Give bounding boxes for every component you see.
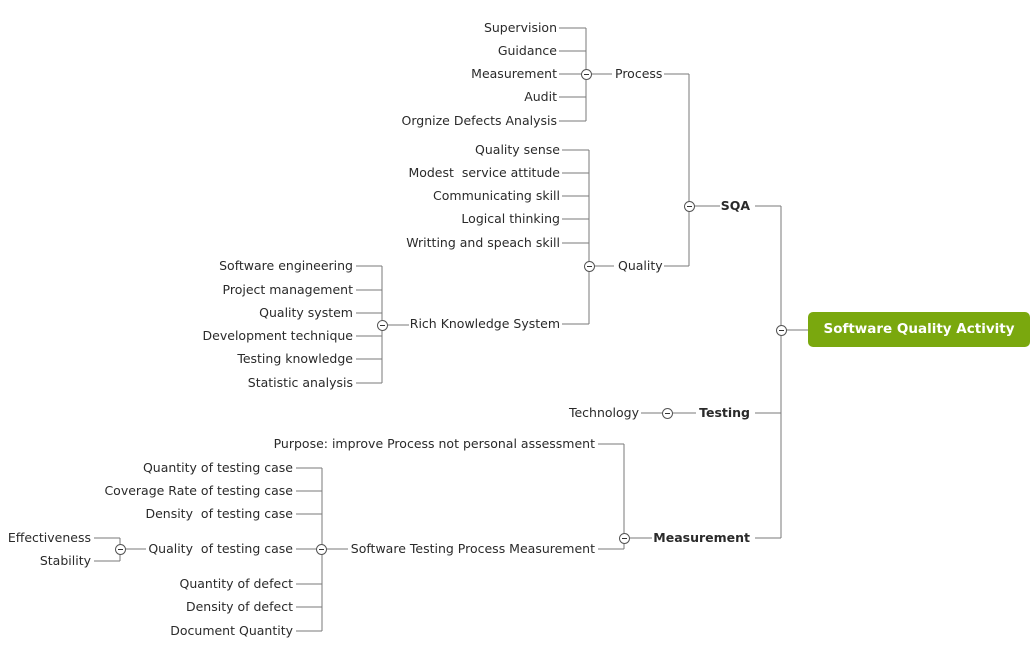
collapse-icon[interactable] [581,69,592,80]
collapse-icon[interactable] [619,533,630,544]
node-logical-thinking[interactable]: Logical thinking [461,211,560,226]
node-rich-knowledge[interactable]: Rich Knowledge System [409,316,560,331]
branch-testing[interactable]: Testing [699,405,750,420]
collapse-icon[interactable] [115,544,126,555]
collapse-icon[interactable] [684,201,695,212]
node-guidance[interactable]: Guidance [497,43,557,58]
node-document-quantity[interactable]: Document Quantity [170,623,293,638]
node-purpose[interactable]: Purpose: improve Process not personal as… [273,436,595,451]
node-density-defect[interactable]: Density of defect [185,599,293,614]
node-writing-skill[interactable]: Writting and speach skill [406,235,560,250]
node-supervision[interactable]: Supervision [483,20,557,35]
node-quantity-defect[interactable]: Quantity of defect [179,576,293,591]
node-process-measurement[interactable]: Software Testing Process Measurement [350,541,595,556]
node-communicating-skill[interactable]: Communicating skill [433,188,560,203]
node-defects-analysis[interactable]: Orgnize Defects Analysis [401,113,557,128]
node-density-testing-case[interactable]: Density of testing case [145,506,293,521]
node-audit[interactable]: Audit [524,89,557,104]
node-effectiveness[interactable]: Effectiveness [7,530,91,545]
node-process[interactable]: Process [615,66,663,81]
node-testing-knowledge[interactable]: Testing knowledge [237,351,353,366]
node-quality[interactable]: Quality [618,258,663,273]
node-quality-sense[interactable]: Quality sense [475,142,560,157]
root-node[interactable]: Software Quality Activity [808,312,1030,347]
branch-sqa[interactable]: SQA [720,198,750,213]
collapse-icon[interactable] [377,320,388,331]
node-coverage-rate[interactable]: Coverage Rate of testing case [104,483,293,498]
node-project-management[interactable]: Project management [222,282,353,297]
node-development-technique[interactable]: Development technique [202,328,353,343]
collapse-icon[interactable] [316,544,327,555]
collapse-icon[interactable] [662,408,673,419]
node-measurement-sqa[interactable]: Measurement [471,66,557,81]
node-quantity-testing-case[interactable]: Quantity of testing case [142,460,293,475]
node-statistic-analysis[interactable]: Statistic analysis [247,375,353,390]
node-software-engineering[interactable]: Software engineering [219,258,353,273]
collapse-icon[interactable] [584,261,595,272]
branch-measurement[interactable]: Measurement [653,530,750,545]
node-stability[interactable]: Stability [39,553,91,568]
collapse-icon[interactable] [776,325,787,336]
node-quality-testing-case[interactable]: Quality of testing case [148,541,293,556]
node-service-attitude[interactable]: Modest service attitude [408,165,560,180]
node-technology[interactable]: Technology [568,405,639,420]
node-quality-system[interactable]: Quality system [259,305,353,320]
